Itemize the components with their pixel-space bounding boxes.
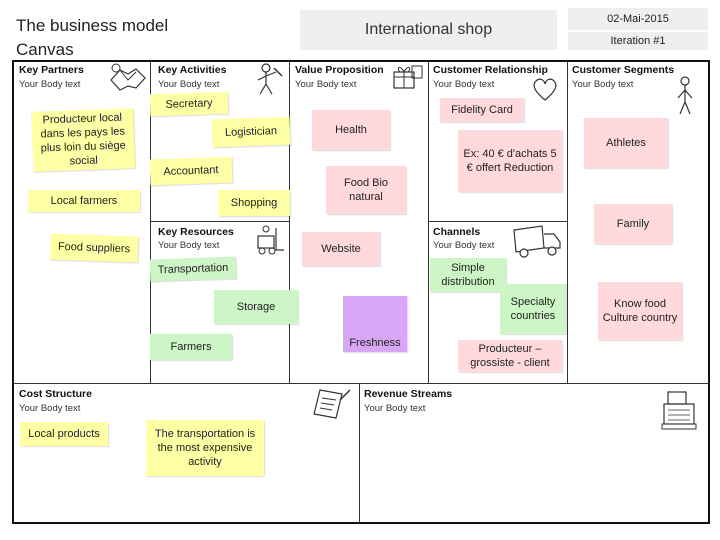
key-resources-body: Your Body text: [158, 240, 220, 251]
note-transport-expensive[interactable]: The transportation is the most expensive…: [146, 420, 264, 476]
note-freshness[interactable]: Freshness: [343, 296, 407, 352]
handshake-icon: [110, 63, 146, 91]
note-producteur-local[interactable]: Producteur local dans les pays les plus …: [30, 108, 136, 172]
customer-segments-title: Customer Segments: [572, 64, 675, 76]
divider: [359, 383, 360, 523]
revenue-streams-body: Your Body text: [364, 403, 426, 414]
note-local-farmers[interactable]: Local farmers: [28, 190, 140, 212]
note-transportation[interactable]: Transportation: [149, 256, 237, 282]
note-family[interactable]: Family: [594, 204, 672, 244]
canvas-title: The business model Canvas: [16, 16, 169, 59]
note-website[interactable]: Website: [302, 232, 380, 266]
date-label: 02-Mai-2015: [568, 8, 708, 30]
key-resources-title: Key Resources: [158, 226, 234, 238]
cost-structure-title: Cost Structure: [19, 388, 92, 400]
note-logistician[interactable]: Logistician: [211, 116, 291, 148]
key-partners-title: Key Partners: [19, 64, 84, 76]
divider: [289, 61, 290, 383]
note-secretary[interactable]: Secretary: [149, 91, 229, 117]
divider: [567, 61, 568, 383]
cost-structure-body: Your Body text: [19, 403, 81, 414]
note-food-suppliers[interactable]: Food suppliers: [49, 233, 139, 263]
note-fidelity-card[interactable]: Fidelity Card: [440, 98, 524, 122]
divider: [13, 383, 709, 384]
note-storage[interactable]: Storage: [214, 290, 298, 324]
revenue-streams-title: Revenue Streams: [364, 388, 453, 400]
note-specialty-countries[interactable]: Specialty countries: [500, 284, 566, 334]
key-activities-body: Your Body text: [158, 79, 220, 90]
receipt-icon: [313, 389, 351, 419]
note-health[interactable]: Health: [312, 110, 390, 150]
note-athletes[interactable]: Athletes: [584, 118, 668, 168]
customer-relationship-title: Customer Relationship: [433, 64, 548, 76]
note-local-products[interactable]: Local products: [20, 422, 108, 446]
cash-register-icon: [661, 391, 697, 430]
customer-relationship-body: Your Body text: [433, 79, 495, 90]
heart-icon: [533, 78, 557, 101]
forklift-icon: [257, 225, 284, 255]
note-farmers[interactable]: Farmers: [150, 334, 232, 360]
gift-icon: [393, 65, 423, 89]
key-partners-body: Your Body text: [19, 79, 81, 90]
customer-segments-body: Your Body text: [572, 79, 634, 90]
person-icon: [677, 76, 693, 115]
note-producteur-grossiste[interactable]: Producteur – grossiste - client: [458, 340, 562, 372]
note-food-bio[interactable]: Food Bio natural: [326, 166, 406, 214]
canvas-frame: [12, 60, 710, 524]
channels-title: Channels: [433, 226, 481, 238]
note-know-food[interactable]: Know food Culture country: [598, 282, 682, 340]
key-activities-title: Key Activities: [158, 64, 227, 76]
divider: [150, 61, 151, 383]
divider: [428, 221, 567, 222]
truck-icon: [513, 225, 561, 258]
note-accountant[interactable]: Accountant: [149, 156, 233, 186]
note-shopping[interactable]: Shopping: [218, 190, 290, 216]
divider: [150, 221, 289, 222]
divider: [428, 61, 429, 383]
channels-body: Your Body text: [433, 240, 495, 251]
value-proposition-title: Value Proposition: [295, 64, 384, 76]
note-simple-distribution[interactable]: Simple distribution: [430, 258, 506, 292]
worker-icon: [257, 63, 283, 95]
value-proposition-body: Your Body text: [295, 79, 357, 90]
note-achats[interactable]: Ex: 40 € d'achats 5 € offert Reduction: [458, 130, 562, 192]
iteration-label: Iteration #1: [568, 32, 708, 50]
shop-name: International shop: [300, 10, 557, 50]
